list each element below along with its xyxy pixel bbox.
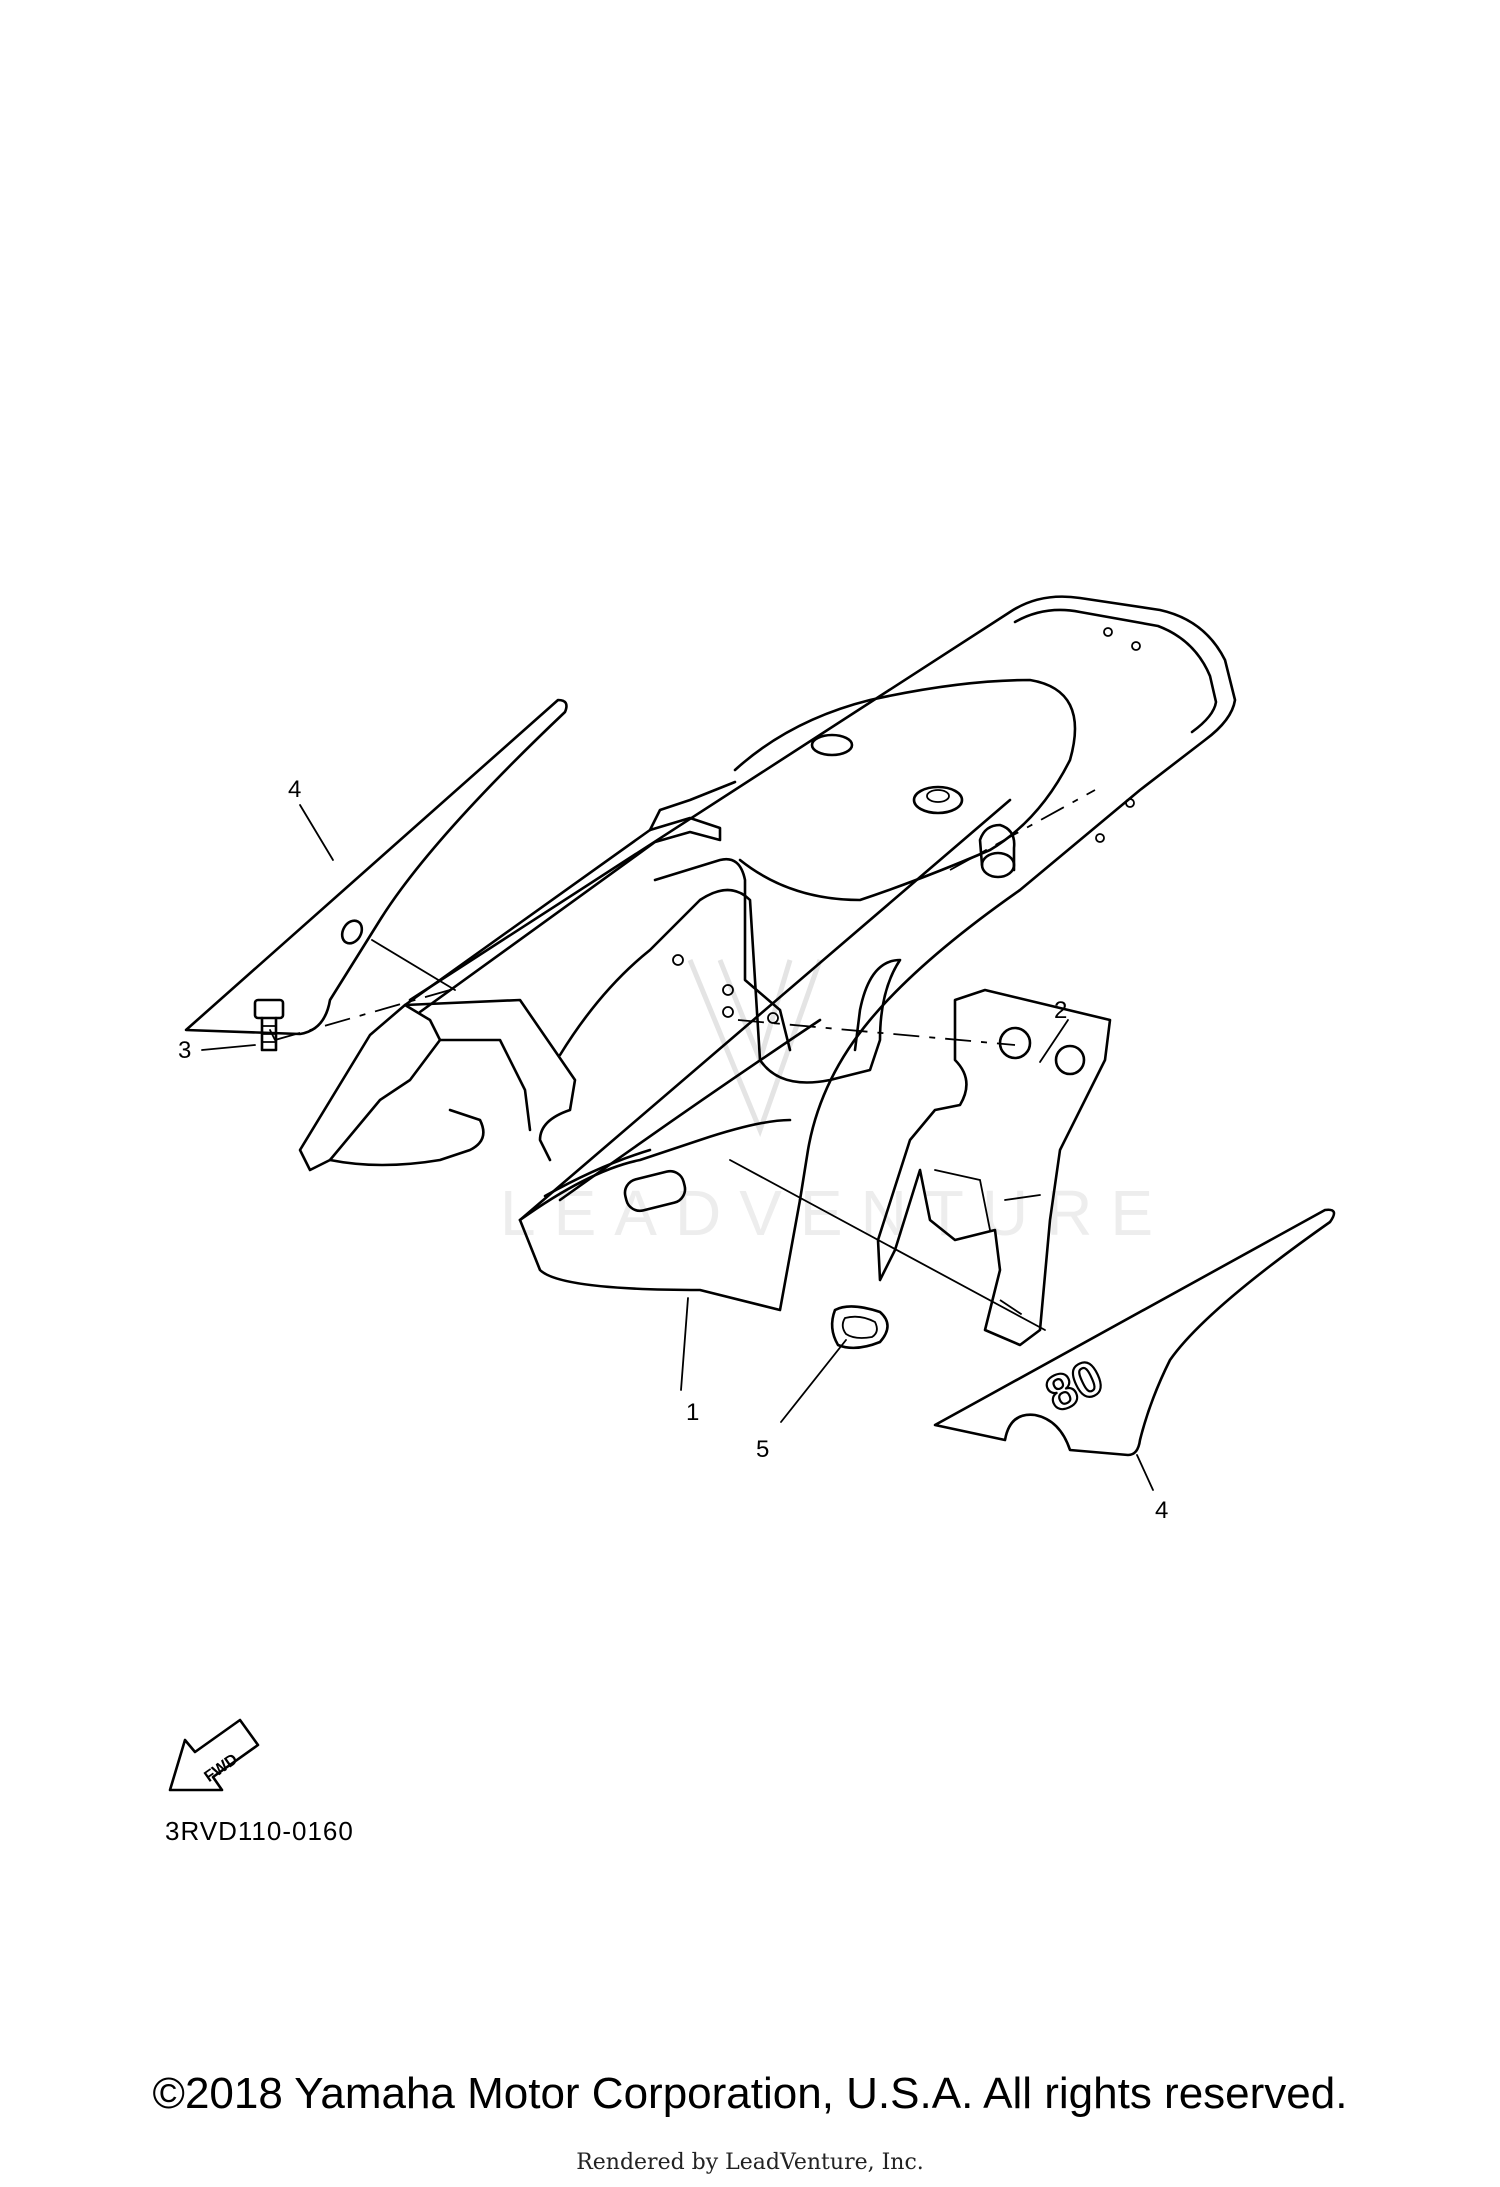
fwd-label: FWD	[201, 1751, 241, 1786]
decal-number: 80	[1037, 1349, 1111, 1423]
figure-code: 3RVD110-0160	[165, 1816, 354, 1846]
callout-leaders	[201, 804, 1154, 1491]
grommet[interactable]	[830, 1305, 889, 1350]
bolt[interactable]	[253, 998, 285, 1052]
callout-3: 3	[178, 1037, 191, 1064]
callout-2: 2	[1054, 997, 1067, 1024]
side-decal-left[interactable]	[184, 698, 568, 1036]
inner-flap[interactable]	[876, 988, 1112, 1347]
assembly-lines	[269, 789, 1096, 1331]
callout-4-left: 4	[288, 776, 301, 803]
fwd-arrow-icon: FWD	[168, 1718, 260, 1792]
watermark: LEADVENTURE	[500, 959, 1171, 1249]
callout-5: 5	[756, 1436, 769, 1463]
callout-1: 1	[686, 1399, 699, 1426]
rear-fender[interactable]	[298, 595, 1237, 1312]
callout-4-right: 4	[1155, 1497, 1168, 1524]
rendered-by-notice: Rendered by LeadVenture, Inc.	[576, 2150, 924, 2175]
copyright-notice: ©2018 Yamaha Motor Corporation, U.S.A. A…	[152, 2069, 1348, 2118]
watermark-text: LEADVENTURE	[500, 1177, 1171, 1249]
